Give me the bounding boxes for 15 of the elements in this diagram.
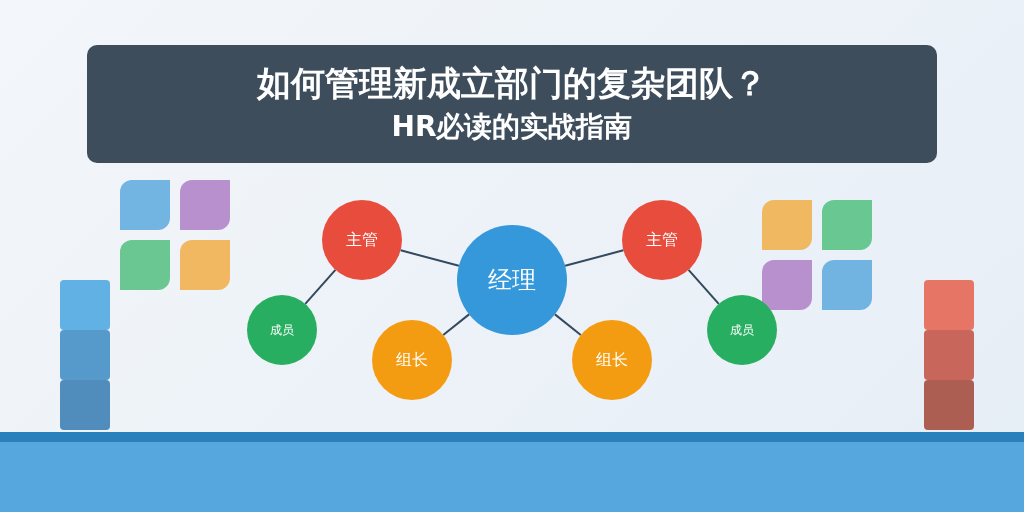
connector-line bbox=[304, 268, 337, 305]
role-label: 经理 bbox=[488, 268, 536, 292]
subtitle: HR必读的实战指南 bbox=[391, 111, 633, 144]
connector-line bbox=[687, 268, 720, 305]
role-label: 主管 bbox=[646, 232, 678, 248]
role-label: 组长 bbox=[396, 352, 428, 368]
connector-line bbox=[399, 249, 460, 267]
role-label: 成员 bbox=[270, 324, 294, 336]
connector-line bbox=[564, 249, 625, 267]
role-label: 组长 bbox=[596, 352, 628, 368]
connector-line bbox=[553, 313, 582, 336]
title: 如何管理新成立部门的复杂团队？ bbox=[257, 64, 767, 104]
role-label: 主管 bbox=[346, 232, 378, 248]
connector-line bbox=[442, 313, 471, 336]
role-label: 成员 bbox=[730, 324, 754, 336]
